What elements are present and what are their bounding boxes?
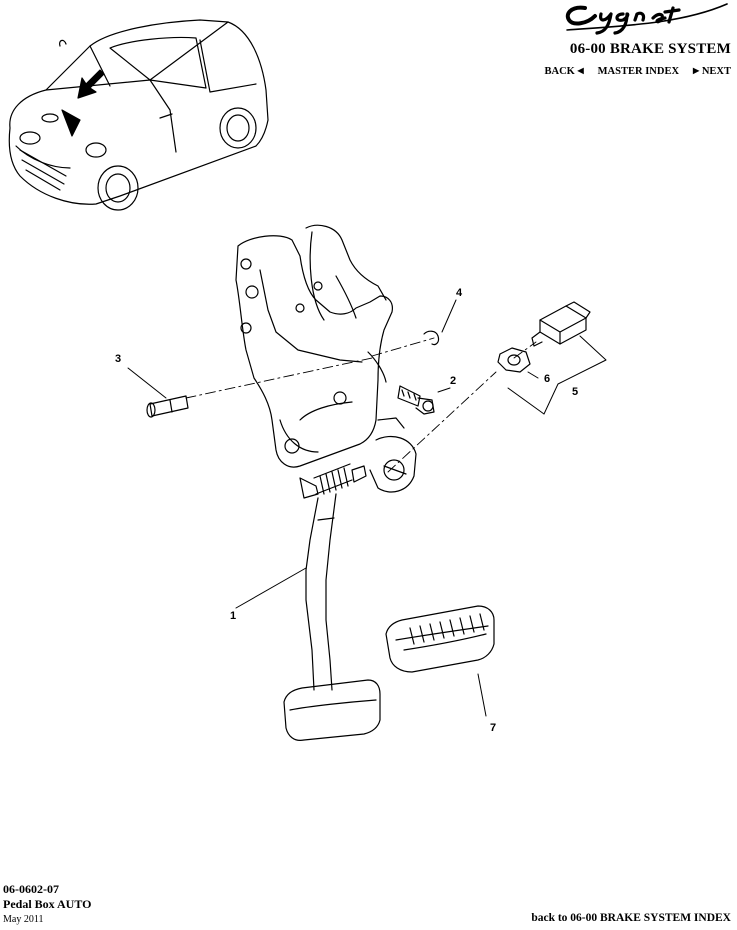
- page-name: Pedal Box AUTO: [3, 897, 92, 911]
- page-date: May 2011: [3, 914, 44, 925]
- callout-5: 5: [572, 386, 578, 398]
- back-link[interactable]: BACK ◀: [545, 66, 584, 77]
- page-code: 06-0602-07: [3, 882, 59, 896]
- pedal-cover-pad: [385, 605, 495, 673]
- back-to-index-link[interactable]: back to 06-00 BRAKE SYSTEM INDEX: [531, 912, 731, 924]
- section-title: 06-00 BRAKE SYSTEM: [569, 41, 731, 57]
- triangle-right-icon: ▶: [693, 66, 700, 75]
- pedal-bolt: [397, 385, 435, 415]
- navigation-bar: BACK ◀ MASTER INDEX ▶ NEXT: [545, 66, 731, 77]
- master-index-link[interactable]: MASTER INDEX: [597, 66, 680, 77]
- triangle-left-icon: ◀: [577, 66, 584, 75]
- brake-pedal: [283, 493, 381, 741]
- pedal-bracket: [235, 224, 417, 499]
- callout-7: 7: [490, 722, 496, 734]
- car-illustration: [8, 19, 269, 211]
- callout-2: 2: [450, 375, 456, 387]
- callout-4: 4: [456, 287, 463, 299]
- callout-6: 6: [544, 373, 550, 385]
- cygnet-logo: [561, 0, 731, 40]
- stop-lamp-switch: [531, 301, 591, 347]
- back-label: BACK: [544, 66, 575, 77]
- callout-3: 3: [115, 353, 121, 365]
- location-arrow-icon: [77, 69, 105, 99]
- next-link[interactable]: ▶ NEXT: [693, 66, 731, 77]
- pivot-pin: [146, 395, 189, 418]
- retaining-clip: [423, 330, 440, 346]
- next-label: NEXT: [701, 66, 731, 77]
- callout-1: 1: [230, 610, 236, 622]
- adjusting-nut: [497, 347, 531, 373]
- pedal-box-diagram: 1 2 3 4 5 6 7: [8, 19, 607, 741]
